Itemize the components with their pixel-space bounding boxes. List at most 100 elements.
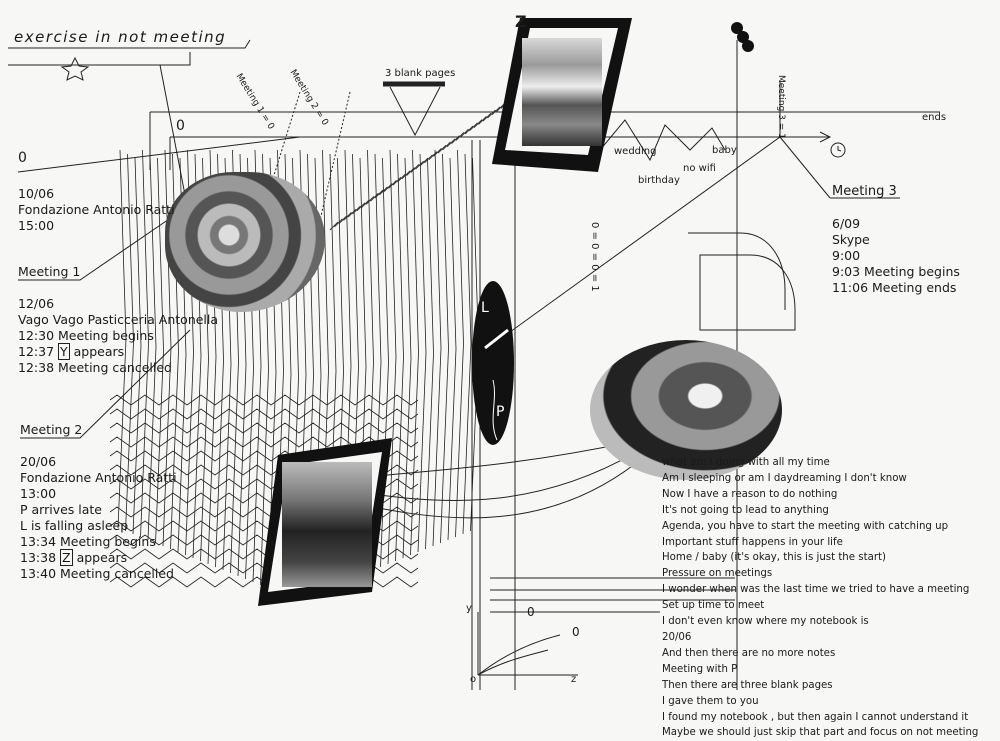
zero-top-label: 0 [176,118,185,134]
zigzag-line [109,394,419,406]
diagonal-dash [415,160,424,170]
blank-pages-label: 3 blank pages [385,68,456,79]
meeting-2-label: Meeting 2 [20,422,83,437]
meeting-2-time: 13:00 [20,486,57,501]
meeting-2-note-1: P arrives late [20,502,103,517]
axis-zero-b: 0 [572,625,580,639]
meeting-3-ends: 11:06 Meeting ends [832,280,957,295]
diagonal-dash [442,141,451,151]
diagonal-dash [446,138,456,148]
hatch-line [395,153,404,562]
note-line: Important stuff happens in your life [662,536,843,548]
meeting-1-begins: 12:30 Meeting begins [18,328,154,343]
diagonal-dash [392,176,402,186]
diagonal-dash [401,170,411,180]
hatch-line [462,153,472,535]
axis-o-label: o [470,674,477,685]
meeting-3-begins: 9:03 Meeting begins [832,264,960,279]
z-mark: Z [515,12,527,31]
note-line: what am I doing with all my time [662,457,830,468]
meeting-1-y-line: 12:37 Y appears [18,343,125,360]
meeting-0-time: 15:00 [18,218,55,233]
zigzag-line [109,408,419,420]
portrait-photo-top [522,38,602,146]
meeting-3-block: 6/09 Skype 9:00 9:03 Meeting begins 11:0… [832,216,960,296]
meeting-3-time: 9:00 [832,248,861,263]
note-line: Pressure on meetings [662,568,773,580]
page-title: exercise in not meeting [14,28,227,46]
hatch-line [447,157,457,541]
meeting-3-place: Skype [832,232,870,247]
note-line: I gave them to you [662,695,759,707]
hatch-line [402,157,412,559]
hatch-line [455,149,464,538]
note-line: I wonder when was the last time we tried… [662,584,970,596]
hatch-line [410,149,419,556]
street-photo [590,340,782,480]
diagonal-dash [397,173,406,183]
meeting-2-block: 20/06 Fondazione Antonio Ratti 13:00 P a… [20,454,177,582]
diagonal-dash [424,154,433,164]
diagonal-dash [437,144,447,154]
note-line: Agenda, you have to start the meeting wi… [662,520,949,532]
hatch-line [125,153,134,532]
hatch-line [147,153,157,541]
diagonal-dash [352,205,361,215]
timeline-word-wedding: wedding [614,146,657,157]
portrait-photo-bottom [282,462,372,587]
hatch-line [425,157,434,550]
oval-label-l: L [481,300,489,316]
diagonal-dash [347,208,357,218]
diagonal-dash [383,183,393,192]
collage-page: exercise in not meeting 0 0 Meeting 1 = … [8,12,978,738]
diagonal-dash [433,148,442,157]
hatch-line [440,153,449,544]
diagonal-dash [482,112,492,122]
diagonal-dash [487,109,496,119]
hatch-line [140,149,149,538]
diagonal-dash [329,221,339,231]
notes-list: what am I doing with all my time Am I sle… [662,455,978,741]
note-line: Am I sleeping or am I daydreaming I don'… [662,472,907,484]
zigzag-line [109,422,419,434]
zero-left-label: 0 [18,150,27,166]
hatch-line [117,149,127,529]
note-line: And then there are no more notes [662,647,836,659]
hatch-line [432,149,442,547]
note-line: Maybe we should just skip that part and … [662,727,979,739]
diagonal-dash [491,106,501,116]
meeting-0-place: Fondazione Antonio Ratti [18,202,175,217]
meeting-3-tick-label: Meeting 3 = 1 [776,75,786,139]
diagonal-dash [334,218,343,228]
zigzag-line [109,436,419,448]
diagonal-dash [464,125,474,135]
meeting-2-begins: 13:34 Meeting begins [20,534,156,549]
diagonal-dash [343,212,352,221]
ends-label: ends [922,112,947,123]
note-line: I found my notebook , but then again I c… [662,711,969,723]
note-line: Set up time to meet [662,600,765,612]
diagonal-dash [388,180,397,189]
meeting-1-block: 12/06 Vago Vago Pasticceria Antonella 12… [18,296,218,376]
diagonal-dash [428,151,438,160]
diagonal-dash [419,157,429,167]
meeting-2-place: Fondazione Antonio Ratti [20,470,177,485]
meeting-2-z-line: 13:38 Z appears [20,549,128,566]
diagonal-dash [451,135,460,144]
meeting-3-label: Meeting 3 [832,184,897,199]
diagonal-dash [338,215,348,224]
axis-zero-a: 0 [527,605,535,619]
y-mark: Y [58,343,70,360]
note-line: Meeting with P [662,663,738,675]
diagonal-dash [410,164,420,173]
z-box-mark: Z [60,549,73,566]
oval-label-p: P [496,404,505,420]
diagonal-dash [455,132,465,141]
diagonal-dash [365,196,375,205]
note-line: Now I have a reason to do nothing [662,488,838,500]
note-line: I don't even know where my notebook is [662,616,869,628]
axis-y-label: y [466,603,472,614]
aerial-photo [165,172,325,312]
meeting-1-label: Meeting 1 [18,264,81,279]
diagonal-dash [356,202,366,212]
